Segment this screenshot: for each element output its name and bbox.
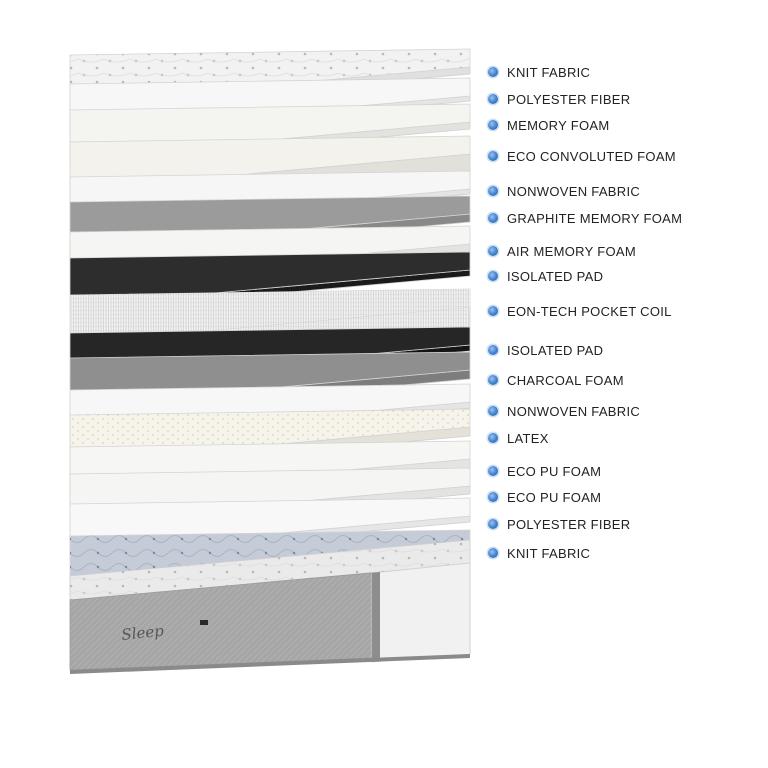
layer-label: KNIT FABRIC — [488, 63, 590, 81]
layer-label-text: NONWOVEN FABRIC — [507, 403, 641, 419]
layer-label: POLYESTER FIBER — [488, 90, 630, 108]
layer-label-text: KNIT FABRIC — [507, 64, 591, 80]
bullet-dot-icon — [488, 375, 498, 385]
layer-label-text: LATEX — [507, 430, 549, 446]
bullet-dot-icon — [488, 548, 498, 558]
bullet-dot-icon — [488, 94, 498, 104]
layer-label-text: GRAPHITE MEMORY FOAM — [507, 210, 683, 226]
layer-label-text: NONWOVEN FABRIC — [507, 183, 641, 199]
layer-label: ISOLATED PAD — [488, 267, 603, 285]
mattress-base: Sleep — [69, 539, 471, 674]
layer-label: ISOLATED PAD — [488, 341, 603, 359]
layer-label-text: AIR MEMORY FOAM — [507, 243, 636, 259]
layer-label-text: KNIT FABRIC — [507, 545, 591, 561]
bullet-dot-icon — [488, 492, 498, 502]
layer-label-text: ECO CONVOLUTED FOAM — [507, 148, 676, 164]
layer-top — [69, 251, 471, 307]
layer-label: NONWOVEN FABRIC — [488, 182, 640, 200]
brand-logo-script: Sleep — [121, 622, 165, 644]
layer-label: ECO CONVOLUTED FOAM — [488, 147, 676, 165]
base-bottom-edge — [70, 654, 470, 674]
bullet-dot-icon — [488, 466, 498, 476]
layer-group — [69, 48, 471, 595]
layer-label-text: EON-TECH POCKET COIL — [507, 303, 672, 319]
bullet-dot-icon — [488, 345, 498, 355]
layer-label: POLYESTER FIBER — [488, 515, 630, 533]
bullet-dot-icon — [488, 246, 498, 256]
bullet-dot-icon — [488, 271, 498, 281]
layer-label-text: POLYESTER FIBER — [507, 91, 631, 107]
layer-label: NONWOVEN FABRIC — [488, 402, 640, 420]
layer-label: GRAPHITE MEMORY FOAM — [488, 209, 682, 227]
layer-label: CHARCOAL FOAM — [488, 371, 624, 389]
layer-label-text: ISOLATED PAD — [507, 342, 604, 358]
layer-label-text: MEMORY FOAM — [507, 117, 610, 133]
bullet-dot-icon — [488, 213, 498, 223]
layer-texture — [70, 289, 470, 343]
layer-label: AIR MEMORY FOAM — [488, 242, 636, 260]
bullet-dot-icon — [488, 67, 498, 77]
bullet-dot-icon — [488, 306, 498, 316]
base-side-panel — [371, 562, 471, 663]
layer-label-text: CHARCOAL FOAM — [507, 372, 624, 388]
bullet-dot-icon — [488, 151, 498, 161]
layer-label-text: POLYESTER FIBER — [507, 516, 631, 532]
bullet-dot-icon — [488, 186, 498, 196]
layer-label-text: ECO PU FOAM — [507, 463, 602, 479]
bullet-dot-icon — [488, 406, 498, 416]
layer-label: ECO PU FOAM — [488, 462, 601, 480]
layer-label: MEMORY FOAM — [488, 116, 610, 134]
layer-label: EON-TECH POCKET COIL — [488, 302, 672, 320]
bullet-dot-icon — [488, 433, 498, 443]
layer-label: KNIT FABRIC — [488, 544, 590, 562]
layer-label: ECO PU FOAM — [488, 488, 601, 506]
layer-label-text: ISOLATED PAD — [507, 268, 604, 284]
bullet-dot-icon — [488, 120, 498, 130]
bullet-dot-icon — [488, 519, 498, 529]
layer-label: LATEX — [488, 429, 549, 447]
brand-tag — [200, 620, 208, 625]
base-top-texture — [70, 540, 470, 600]
layer-label-text: ECO PU FOAM — [507, 489, 602, 505]
base-side-stripe — [372, 572, 380, 662]
